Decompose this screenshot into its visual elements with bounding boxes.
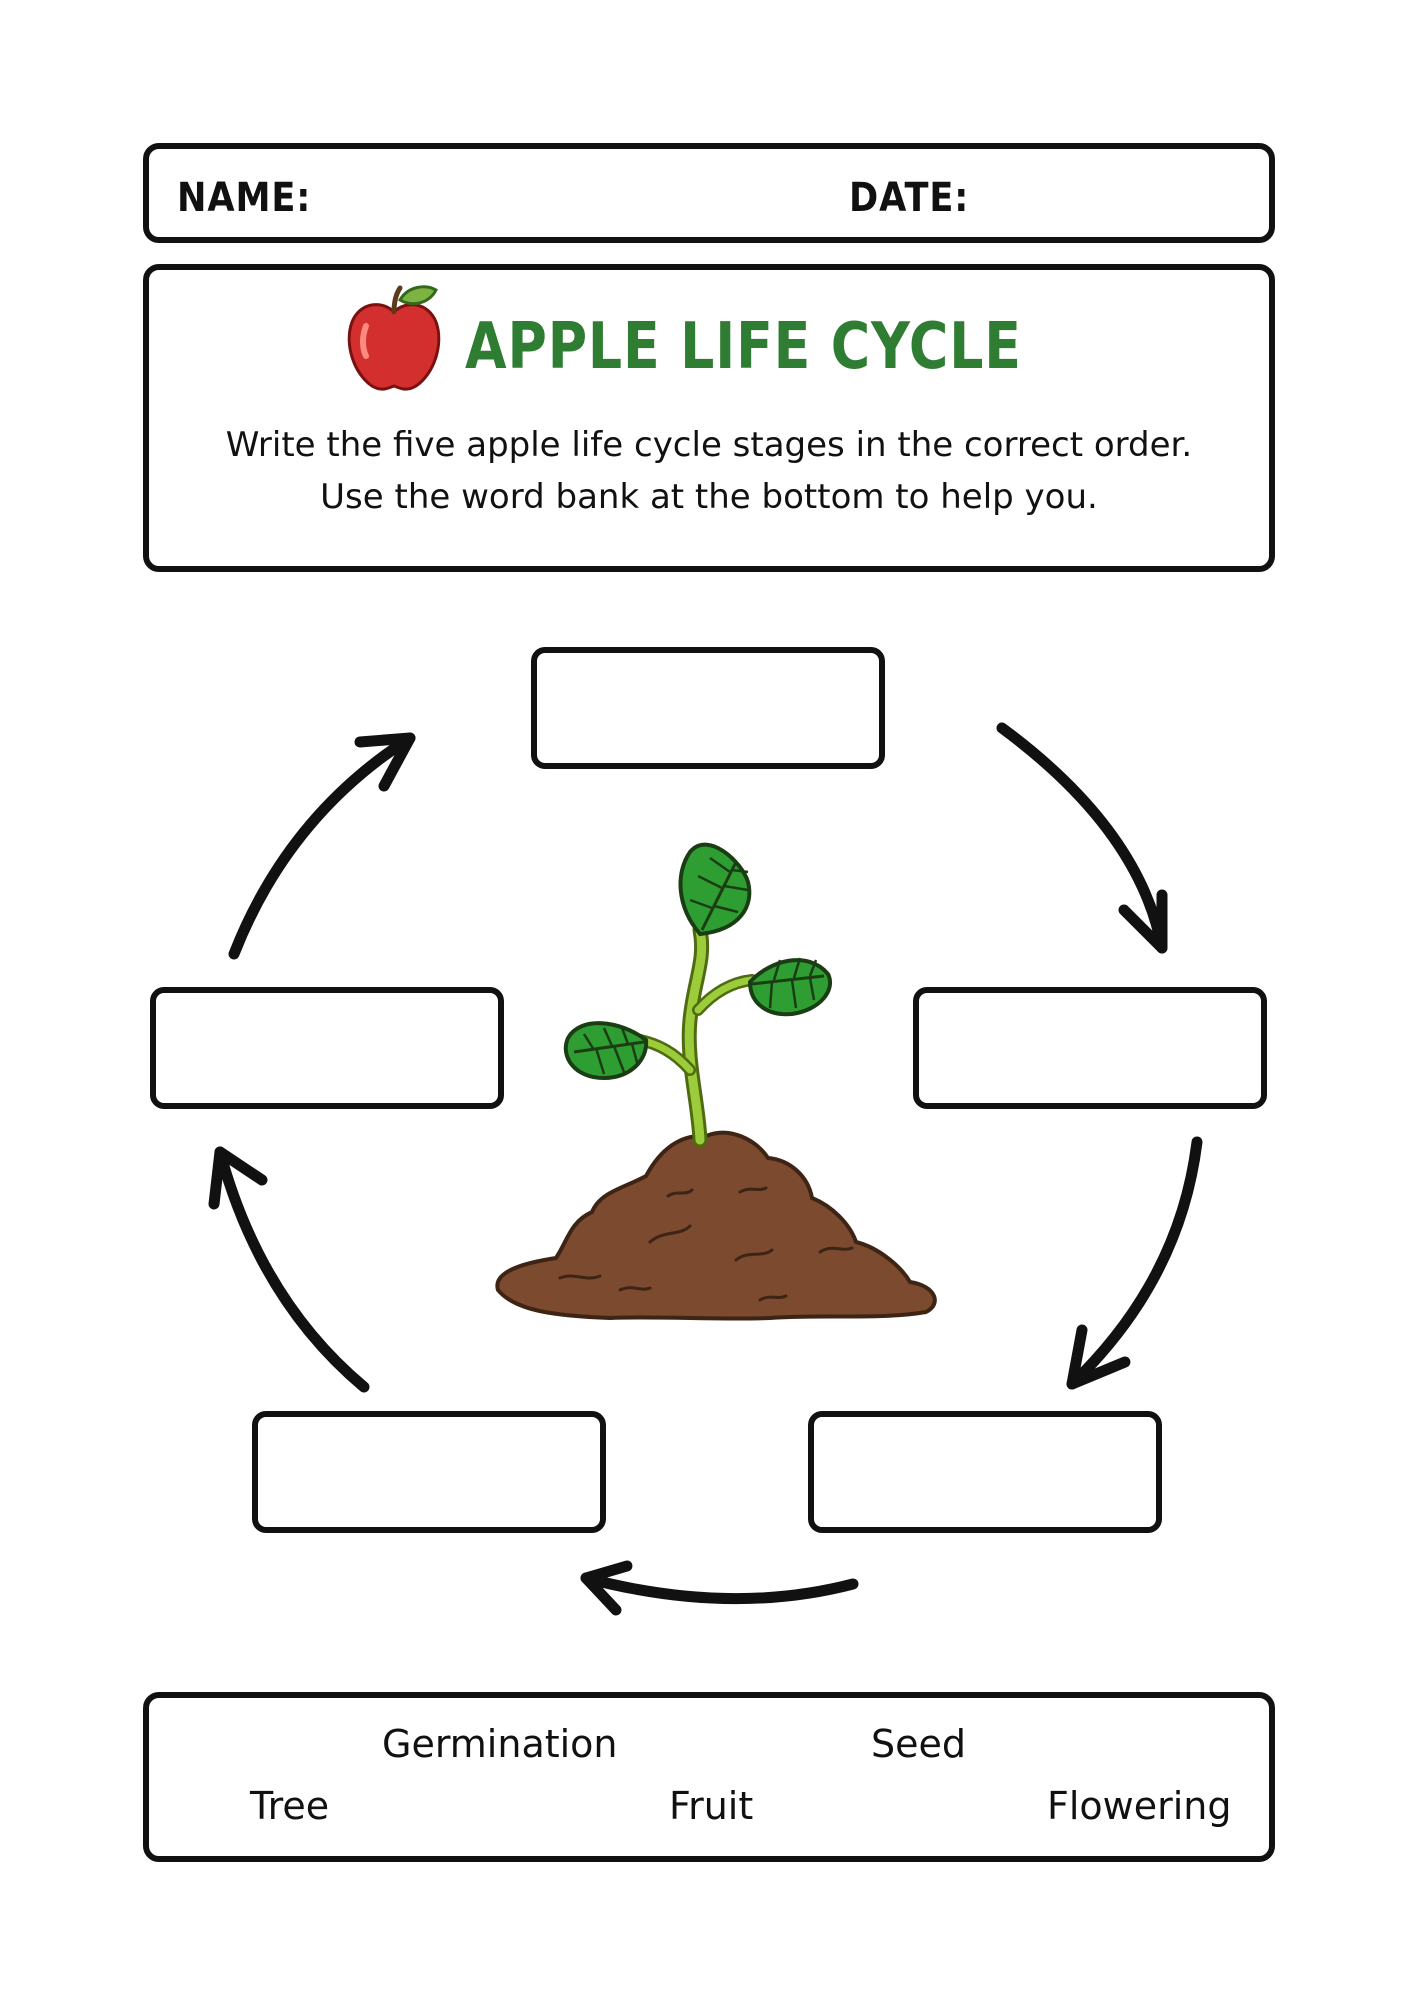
stage-1-answer-box[interactable] bbox=[531, 647, 885, 769]
word-bank-item: Tree bbox=[250, 1784, 330, 1828]
date-label: DATE: bbox=[849, 175, 970, 221]
stage-3-answer-box[interactable] bbox=[808, 1411, 1162, 1533]
word-bank-item: Germination bbox=[382, 1722, 618, 1766]
sprout-in-soil-illustration bbox=[495, 842, 937, 1321]
cycle-arrow-1 bbox=[996, 722, 1168, 954]
cycle-arrow-5 bbox=[228, 732, 416, 960]
instruction-line-1: Write the five apple life cycle stages i… bbox=[225, 425, 1193, 465]
word-bank-item: Flowering bbox=[1047, 1784, 1232, 1828]
cycle-arrow-4 bbox=[208, 1146, 370, 1393]
stage-2-answer-box[interactable] bbox=[913, 987, 1267, 1109]
cycle-arrow-2 bbox=[1066, 1136, 1203, 1390]
word-bank: Germination Seed Tree Fruit Flowering bbox=[143, 1692, 1275, 1862]
cycle-arrow-3 bbox=[580, 1560, 859, 1616]
instruction-line-2: Use the word bank at the bottom to help … bbox=[320, 477, 1098, 517]
apple-icon bbox=[347, 285, 441, 391]
word-bank-item: Seed bbox=[871, 1722, 966, 1766]
stage-4-answer-box[interactable] bbox=[252, 1411, 606, 1533]
name-date-header: NAME: DATE: bbox=[143, 143, 1275, 243]
word-bank-item: Fruit bbox=[669, 1784, 754, 1828]
name-label: NAME: bbox=[177, 175, 312, 221]
stage-5-answer-box[interactable] bbox=[150, 987, 504, 1109]
title-panel: APPLE LIFE CYCLE Write the five apple li… bbox=[143, 264, 1275, 572]
page-title: APPLE LIFE CYCLE bbox=[465, 310, 1022, 384]
